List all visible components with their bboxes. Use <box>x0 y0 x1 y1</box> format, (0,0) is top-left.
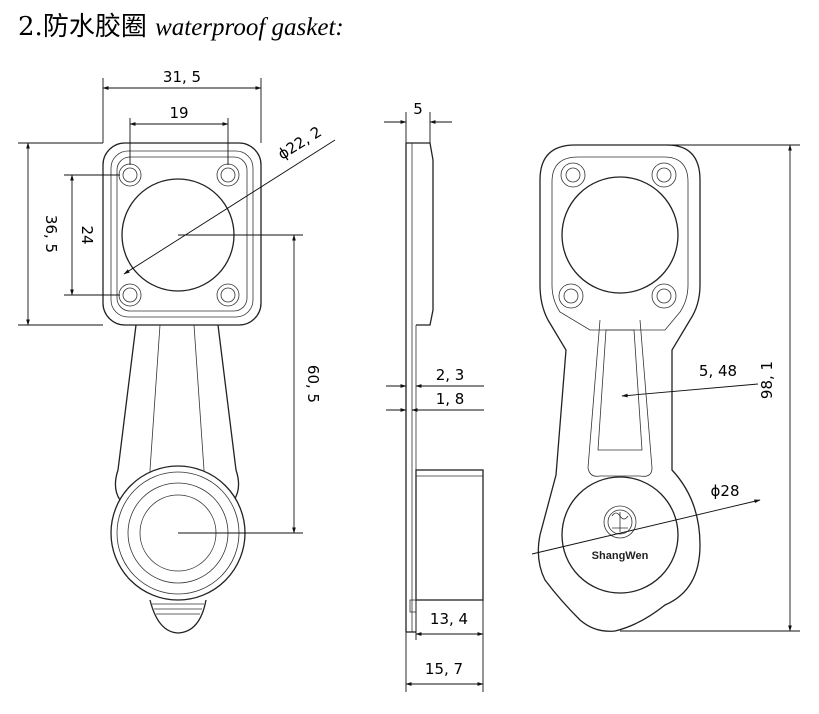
dim-leader-plug <box>531 499 761 555</box>
front-flange-recess <box>116 156 248 312</box>
logo-seal-mark <box>611 512 629 532</box>
side-profile-top <box>406 142 434 326</box>
dim-hole-spacing-x: 19 <box>169 104 188 122</box>
page-heading: 2.防水胶圈 waterproof gasket: <box>18 6 344 43</box>
front-flange-outer <box>102 142 262 326</box>
back-hole-br-inner <box>656 288 672 304</box>
dim-hole-spacing-y: 24 <box>78 225 96 244</box>
heading-title-cn: 防水胶圈 <box>42 12 147 42</box>
heading-title-en: waterproof gasket: <box>155 14 344 41</box>
dim-overall-length: 98, 1 <box>758 361 776 399</box>
dim-diameter-opening: ϕ22, 2 <box>275 123 325 164</box>
back-plug-disc <box>561 476 679 594</box>
dim-height-flange: 36, 5 <box>42 215 60 253</box>
brand-logo: ShangWen <box>592 505 649 562</box>
back-view: ShangWen <box>537 144 701 632</box>
front-hole-bl-inner <box>122 287 138 303</box>
dim-leader-rib <box>621 383 759 398</box>
dim-width-overall: 31, 5 <box>163 68 201 86</box>
dim-total-depth: 15, 7 <box>425 660 463 678</box>
heading-number: 2. <box>18 12 43 42</box>
back-hole-bl <box>558 283 584 309</box>
side-view <box>405 142 484 633</box>
side-tab-nub <box>409 599 417 613</box>
front-hole-tr-inner <box>220 167 236 183</box>
dim-thickness-a: 2, 3 <box>436 366 465 384</box>
back-hole-bl-inner <box>563 288 579 304</box>
dim-leader-opening <box>123 139 336 275</box>
back-hole-tr <box>651 162 677 188</box>
dim-center-distance: 60, 5 <box>304 365 322 403</box>
side-dimensions: 5 2, 3 1, 8 13, 4 15, 7 <box>384 100 484 692</box>
dim-plug-depth: 13, 4 <box>430 610 468 628</box>
logo-text: ShangWen <box>592 550 649 562</box>
side-plug-body <box>415 469 484 601</box>
back-arm-rib <box>587 319 653 477</box>
back-hole-br <box>651 283 677 309</box>
front-tail <box>149 599 207 634</box>
front-arm-slot <box>149 324 205 481</box>
back-flange-rim <box>551 156 689 331</box>
back-hole-tr-inner <box>656 167 672 183</box>
front-view <box>102 142 262 634</box>
dim-thickness-b: 1, 8 <box>436 390 465 408</box>
logo-seal-inner <box>607 509 633 535</box>
front-hole-tl-inner <box>122 167 138 183</box>
logo-seal-outer <box>603 505 637 539</box>
dim-plug-diameter: ϕ28 <box>711 482 740 500</box>
front-hole-br <box>216 283 240 307</box>
back-hole-tl <box>560 162 586 188</box>
dim-rib-width: 5, 48 <box>699 362 737 380</box>
back-arm-slot <box>597 329 643 451</box>
back-hole-tl-inner <box>565 167 581 183</box>
back-center-opening <box>561 176 679 294</box>
front-tab-grip <box>152 603 204 615</box>
front-hole-br-inner <box>220 287 236 303</box>
front-flange-inner <box>110 150 254 318</box>
back-dimensions: 5, 48 ϕ28 98, 1 <box>531 144 800 632</box>
dim-top-thickness: 5 <box>413 100 423 118</box>
